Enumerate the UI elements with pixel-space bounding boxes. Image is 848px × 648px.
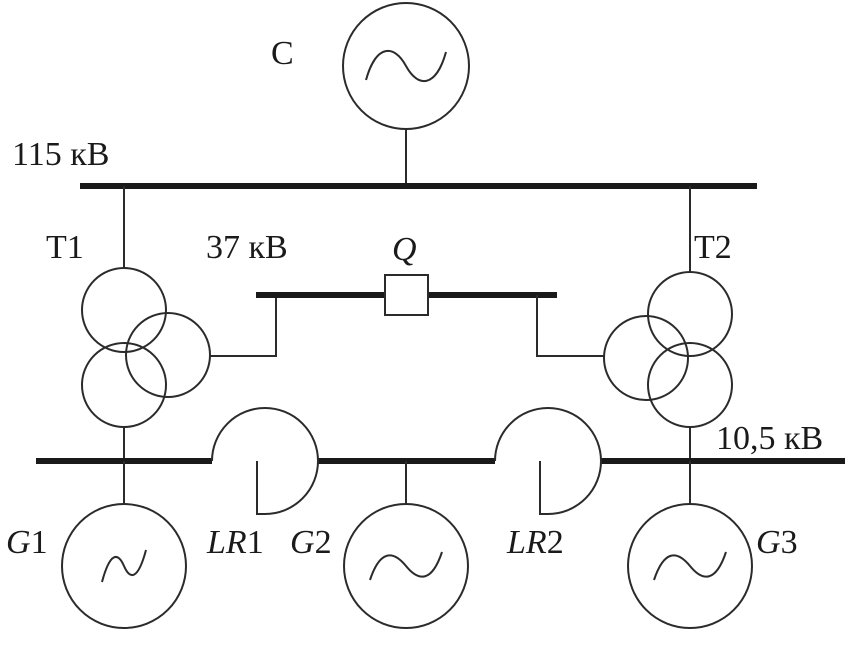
lr2-label: LR2 — [506, 524, 564, 561]
generator-g3 — [627, 503, 753, 629]
transformer-t2 — [603, 271, 733, 428]
t1-mv-lead — [210, 295, 277, 357]
t2-mv-lead — [536, 295, 604, 357]
transformer-t1 — [81, 267, 211, 428]
sine-wave-icon — [101, 549, 147, 583]
sine-wave-icon — [365, 49, 447, 83]
t1-label: T1 — [46, 229, 84, 266]
system-source — [342, 2, 470, 130]
generator-g2 — [343, 503, 469, 629]
lr1-label: LR1 — [206, 524, 264, 561]
square-breaker-icon — [384, 274, 429, 316]
breaker-label: Q — [392, 231, 417, 268]
t2-label: T2 — [694, 229, 732, 266]
hv-bus-label: 115 кВ — [12, 136, 109, 173]
g2-label: G2 — [290, 524, 332, 561]
lv-bus-label: 10,5 кВ — [716, 420, 823, 457]
mv-bus-label: 37 кВ — [206, 229, 288, 266]
g1-label: G1 — [6, 524, 48, 561]
g3-label: G3 — [756, 524, 798, 561]
reactor-icon — [211, 407, 319, 515]
sine-wave-icon — [369, 551, 443, 581]
reactor-icon — [494, 407, 602, 515]
generator-g1 — [61, 503, 187, 629]
system-label: C — [271, 35, 294, 72]
sine-wave-icon — [653, 551, 727, 581]
